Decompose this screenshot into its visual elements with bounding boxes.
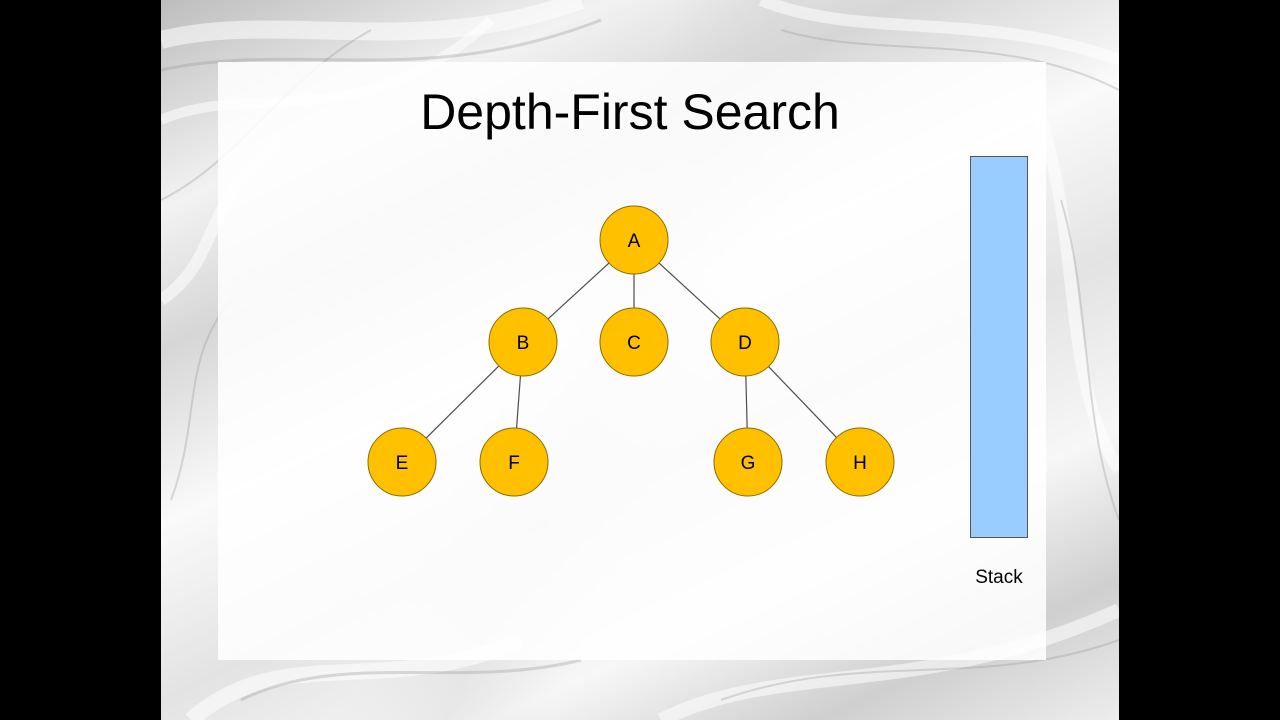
node-h: H [825,427,895,497]
node-label: D [738,333,752,354]
edge-a-b [547,262,610,320]
node-a: A [599,205,669,275]
tree-diagram: A B C D E F G H [367,205,895,497]
node-label: A [628,231,641,252]
node-e: E [367,427,437,497]
slide: Depth-First Search A B C D E F G H Stack [161,0,1119,720]
node-f: F [479,427,549,497]
node-circle [479,427,549,497]
node-d: D [710,307,780,377]
edge-a-d [658,262,721,320]
node-circle [599,205,669,275]
node-label: H [853,453,867,474]
node-circle [367,427,437,497]
node-circle [825,427,895,497]
node-circle [713,427,783,497]
node-g: G [713,427,783,497]
node-circle [710,307,780,377]
node-c: C [599,307,669,377]
node-label: E [396,453,409,474]
stack-box [970,156,1028,538]
edge-b-e [425,365,500,439]
node-label: C [627,333,641,354]
node-label: B [517,333,530,354]
nodes: A B C D E F G H [367,205,895,497]
node-circle [599,307,669,377]
edge-b-f [515,375,522,429]
slide-title: Depth-First Search [420,84,840,140]
stack-label: Stack [975,567,1023,588]
edge-d-h [768,366,837,438]
edge-d-g [745,375,748,429]
node-circle [488,307,558,377]
background-texture [161,0,1119,720]
node-label: F [508,453,520,474]
node-b: B [488,307,558,377]
node-label: G [741,453,756,474]
edges [425,262,837,439]
